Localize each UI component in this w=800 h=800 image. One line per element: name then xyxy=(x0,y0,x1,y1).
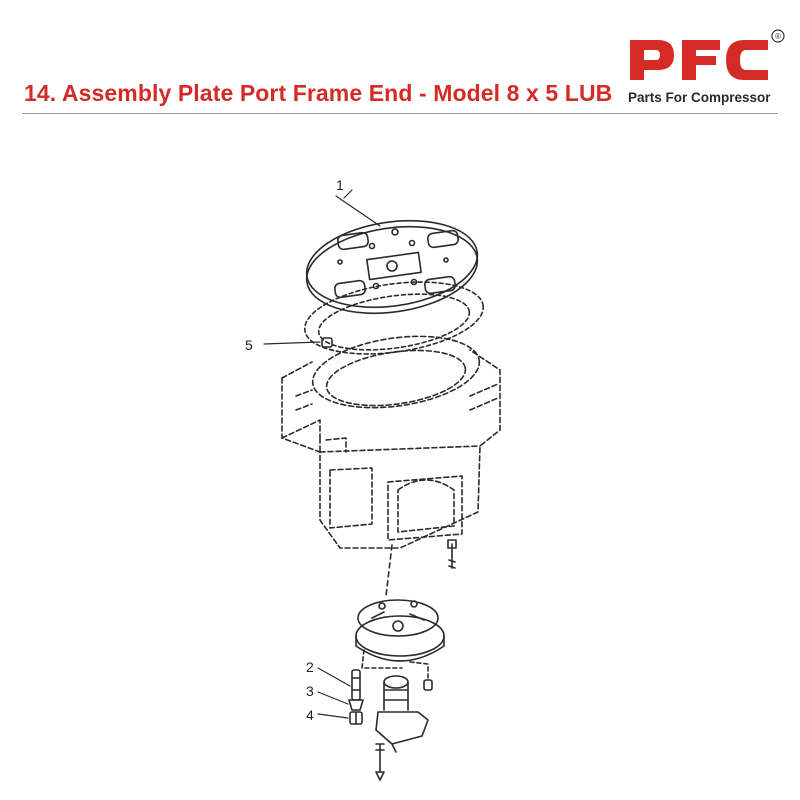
side-screw xyxy=(423,679,433,691)
nut xyxy=(349,711,363,725)
connector-line xyxy=(361,649,403,669)
pump-shaft xyxy=(351,669,361,701)
registered-mark: ® xyxy=(775,32,781,41)
header-divider xyxy=(22,113,778,114)
pfc-logo-mark: ® xyxy=(630,29,785,80)
callout-5: 5 xyxy=(245,337,253,353)
logo-tagline: Parts For Compressor xyxy=(628,90,771,105)
center-line xyxy=(385,544,393,597)
pump-housing xyxy=(355,599,445,662)
callout-3: 3 xyxy=(306,683,314,699)
pump-body xyxy=(375,675,429,753)
pfc-logo: ® Parts For Compressor xyxy=(620,28,790,108)
callout-1: 1 xyxy=(336,177,344,193)
connector-line xyxy=(409,661,429,681)
frame-body xyxy=(281,335,501,549)
gasket xyxy=(303,281,485,355)
bottom-bolt xyxy=(375,743,385,781)
dowel-pin xyxy=(321,337,333,348)
callout-4: 4 xyxy=(306,707,314,723)
washer xyxy=(348,699,364,711)
frame-bolt xyxy=(447,539,457,569)
leader-lines xyxy=(263,189,381,719)
callout-2: 2 xyxy=(306,659,314,675)
page-title: 14. Assembly Plate Port Frame End - Mode… xyxy=(24,80,613,106)
valve-plate xyxy=(305,219,479,315)
